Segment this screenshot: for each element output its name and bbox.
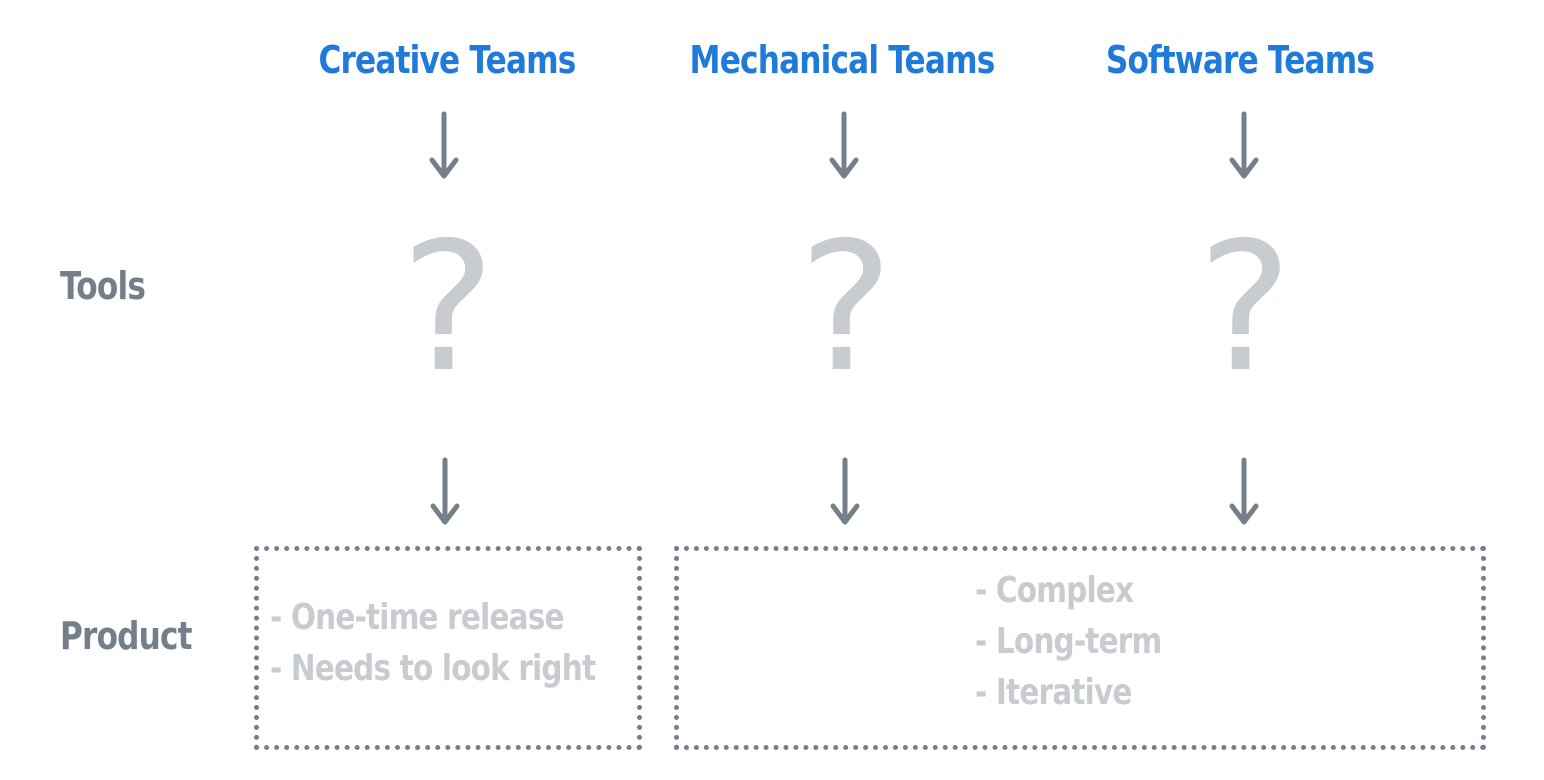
arrow-down-icon bbox=[1229, 457, 1259, 525]
list-item: - One-time release bbox=[270, 597, 564, 638]
arrow-down-icon bbox=[430, 457, 460, 525]
mechanical-software-product-list: - Complex - Long-term - Iterative bbox=[975, 565, 1162, 718]
product-row-label: Product bbox=[60, 614, 193, 658]
list-item: - Iterative bbox=[975, 672, 1132, 713]
arrow-down-icon bbox=[1229, 111, 1259, 179]
unknown-tools-placeholder: ? bbox=[400, 204, 496, 411]
unknown-tools-placeholder: ? bbox=[798, 204, 894, 411]
creative-product-list: - One-time release - Needs to look right bbox=[270, 592, 596, 694]
creative-product-box bbox=[254, 546, 642, 750]
creative-teams-heading: Creative Teams bbox=[318, 38, 576, 82]
arrow-down-icon bbox=[830, 457, 860, 525]
list-item: - Complex bbox=[975, 570, 1134, 611]
tools-row-label: Tools bbox=[60, 264, 146, 308]
mechanical-software-product-box bbox=[674, 546, 1486, 750]
arrow-down-icon bbox=[829, 111, 859, 179]
list-item: - Long-term bbox=[975, 621, 1162, 662]
software-teams-heading: Software Teams bbox=[1105, 38, 1375, 82]
unknown-tools-placeholder: ? bbox=[1197, 204, 1293, 411]
arrow-down-icon bbox=[429, 111, 459, 179]
mechanical-teams-heading: Mechanical Teams bbox=[689, 38, 996, 82]
list-item: - Needs to look right bbox=[270, 648, 596, 689]
